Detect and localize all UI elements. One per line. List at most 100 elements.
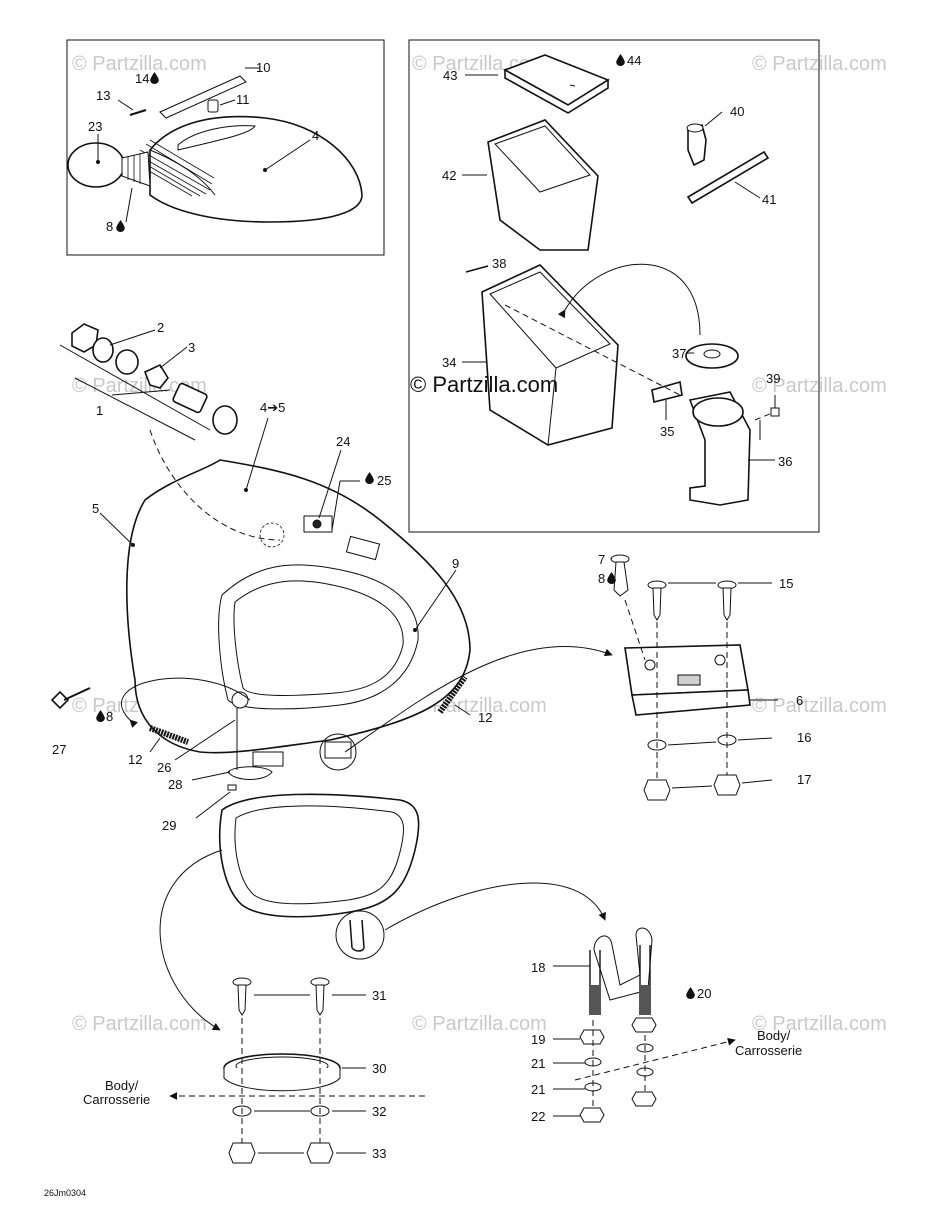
callout-9: 9 <box>452 556 459 571</box>
callout-39: 39 <box>766 371 780 386</box>
callout-27: 27 <box>52 742 66 757</box>
watermark: © Partzilla.com <box>752 1013 887 1035</box>
bellows <box>121 151 151 187</box>
callout-5: 5 <box>92 501 99 516</box>
callout-41: 41 <box>762 192 776 207</box>
ring-2a <box>92 337 114 363</box>
decal-2 <box>345 535 381 561</box>
hinge-6-leaf <box>631 689 751 716</box>
screw-31-left <box>237 984 247 1016</box>
pin-13 <box>129 109 147 116</box>
nut-22 <box>579 1107 605 1123</box>
callout-21: 21 <box>531 1056 545 1071</box>
clip-detail-circle <box>335 910 385 960</box>
callout-38: 38 <box>492 256 506 271</box>
callout-4: 4 <box>312 128 319 143</box>
callout-6: 6 <box>796 693 803 708</box>
callout-18: 18 <box>531 960 545 975</box>
nut-22-right <box>631 1091 657 1107</box>
callout-15: 15 <box>779 576 793 591</box>
hull-seat <box>177 125 256 151</box>
callout-33: 33 <box>372 1146 386 1161</box>
callout-23: 23 <box>88 119 102 134</box>
diagram-code: 26Jm0304 <box>44 1188 86 1198</box>
nut-20 <box>631 1017 657 1033</box>
callout-25: 25 <box>377 473 391 488</box>
body-label-left-line2: Carrosserie <box>83 1092 150 1107</box>
callout-26: 26 <box>157 760 171 775</box>
liner-42-rim <box>494 125 591 193</box>
callout-3: 3 <box>188 340 195 355</box>
hinge-assembly: 7 8 15 6 16 17 <box>598 552 811 801</box>
callout-28: 28 <box>168 777 182 792</box>
nut-19 <box>579 1029 605 1045</box>
inset-vehicle: 10 14 13 11 23 4 8 <box>66 39 385 256</box>
callout-8: 8 <box>598 571 605 586</box>
plug-cap <box>212 405 238 435</box>
callout-1: 1 <box>96 403 103 418</box>
housing-36-top <box>692 397 744 427</box>
callout-14: 14 <box>135 71 149 86</box>
callout-29: 29 <box>162 818 176 833</box>
lid-43-edge <box>504 68 609 114</box>
hinge-left <box>252 751 284 767</box>
rod-41 <box>686 150 770 205</box>
ring-2b <box>115 349 139 375</box>
hinge-right <box>324 741 352 759</box>
callout-20: 20 <box>697 986 711 1001</box>
body-label-right-line1: Body/ <box>757 1028 791 1043</box>
watermark: © Partzilla.com <box>752 695 887 717</box>
nut-39 <box>770 407 780 417</box>
nut-17-left <box>643 779 671 801</box>
watermark: © Partzilla.com <box>72 1013 207 1035</box>
nut-33-left <box>228 1142 256 1164</box>
front-cover: 5 24 25 9 12 8 27 12 26 28 29 <box>50 417 613 833</box>
callout-12: 12 <box>128 752 142 767</box>
callout-35: 35 <box>660 424 674 439</box>
strap-10 <box>159 75 247 119</box>
window-gasket <box>159 793 606 1031</box>
body-label-right-line2: Carrosserie <box>735 1043 802 1058</box>
body-label-left-line1: Body/ <box>105 1078 139 1093</box>
u-bolt-assembly: 18 20 19 21 21 22 Body/ Carrosserie <box>531 927 802 1124</box>
inset-frame <box>408 39 820 533</box>
thread-left <box>589 985 601 1015</box>
callout-19: 19 <box>531 1032 545 1047</box>
screw-15-left <box>652 587 662 621</box>
callout-24: 24 <box>336 434 350 449</box>
watermark-center: © Partzilla.com <box>410 372 558 397</box>
plate-35 <box>651 380 683 403</box>
hull-body <box>149 115 363 223</box>
screw-7 <box>613 561 629 597</box>
latch-26 <box>231 691 249 709</box>
cover-window <box>233 580 404 696</box>
watermark: © Partzilla.com <box>72 375 207 397</box>
gasket-inner <box>234 805 405 905</box>
callout-12: 12 <box>478 710 492 725</box>
callout-40: 40 <box>730 104 744 119</box>
inset-storage-bin: 43 44 42 40 41 38 34 © Partzilla.com 37 … <box>408 39 820 533</box>
screw-31-right <box>315 984 325 1016</box>
hinge-detail-circle <box>319 733 357 771</box>
nut-33-right <box>306 1142 334 1164</box>
watermark: © Partzilla.com <box>412 1013 547 1035</box>
callout-43: 43 <box>443 68 457 83</box>
thread-right <box>639 985 651 1015</box>
seal-12-left <box>148 725 190 745</box>
inset-frame <box>66 39 385 256</box>
callout-22: 22 <box>531 1109 545 1124</box>
callout-17: 17 <box>797 772 811 787</box>
hull-hatching <box>139 139 215 197</box>
callout-8: 8 <box>106 219 113 234</box>
pin-29 <box>227 784 237 791</box>
clip-11 <box>207 99 219 113</box>
u-bolt-18 <box>593 927 653 1001</box>
drain-plug-assembly: 2 3 1 4➔5 <box>59 320 285 441</box>
callout-37: 37 <box>672 346 686 361</box>
seal-12-right <box>437 675 468 714</box>
callout-36: 36 <box>778 454 792 469</box>
callout-30: 30 <box>372 1061 386 1076</box>
callout-31: 31 <box>372 988 386 1003</box>
callout-10: 10 <box>256 60 270 75</box>
